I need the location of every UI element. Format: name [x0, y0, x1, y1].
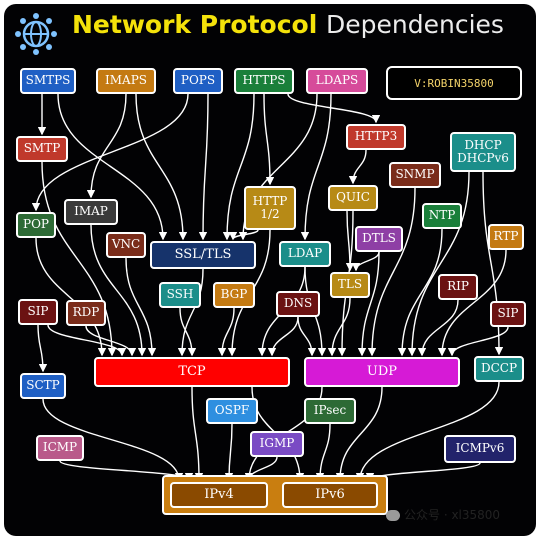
wire-snmp-to-udp	[367, 187, 416, 357]
protocol-https: HTTPS	[234, 68, 294, 94]
wire-ldaps-to-ldap	[300, 93, 332, 241]
wire-sip-left-to-tcp	[47, 324, 127, 357]
wire-rtp-to-udp	[437, 249, 507, 357]
wire-pops-to-ssltls	[198, 93, 209, 241]
protocol-vnc: VNC	[106, 232, 146, 258]
wire-https-to-ssltls	[222, 93, 255, 241]
protocol-dccp: DCCP	[474, 356, 524, 382]
protocol-pop: POP	[16, 212, 56, 238]
protocol-rtp: RTP	[488, 224, 524, 250]
wire-smtps-to-ssltls	[57, 93, 168, 241]
protocol-tcp: TCP	[94, 357, 290, 387]
wire-rip-to-udp	[417, 299, 459, 357]
wire-pop-to-tcp	[35, 237, 107, 357]
wire-imaps-to-imap	[86, 93, 127, 199]
wire-pops-to-pop	[31, 93, 189, 212]
wire-https-to-http3	[287, 93, 381, 124]
wire-dhcp-to-udp	[407, 171, 470, 357]
wire-ssltls-to-tcp	[177, 268, 204, 357]
wire-vnc-to-tcp	[125, 257, 157, 357]
footer-source: 公众号 · xl35800	[386, 506, 500, 523]
protocol-smtp: SMTP	[16, 136, 68, 162]
globe-network-icon	[15, 13, 57, 55]
wire-quic-to-tls	[345, 210, 355, 272]
protocol-rip: RIP	[438, 274, 478, 300]
protocol-ospf: OSPF	[206, 398, 258, 424]
protocol-igmp: IGMP	[250, 431, 304, 457]
wire-ntp-to-udp	[397, 228, 443, 357]
wire-dccp-to-ipv6	[355, 381, 500, 482]
protocol-imaps: IMAPS	[96, 68, 156, 94]
protocol-dtls: DTLS	[355, 226, 403, 252]
wire-dtls-to-udp	[357, 251, 380, 357]
wire-tcp-to-ipv4	[191, 386, 204, 482]
protocol-quic: QUIC	[328, 185, 378, 211]
protocol-http3: HTTP3	[346, 124, 406, 150]
wire-udp-to-ipv6	[335, 386, 383, 482]
wire-http3-to-quic	[348, 149, 367, 185]
wire-sip-right-to-udp	[447, 326, 509, 357]
protocol-sip-left: SIP	[18, 299, 58, 325]
wire-dtls-to-tls	[351, 251, 380, 272]
wire-ospf-to-ipv4	[224, 423, 234, 482]
protocol-ssh: SSH	[159, 282, 201, 308]
protocol-ntp: NTP	[422, 203, 462, 229]
protocol-smtps: SMTPS	[20, 68, 76, 94]
page-title: Network Protocol Dependencies	[72, 10, 504, 39]
wire-imaps-to-ssltls	[135, 93, 188, 241]
wire-imap-to-tcp	[90, 224, 147, 357]
wire-ssh-to-tcp	[179, 307, 197, 357]
wire-http12-to-ssltls	[228, 229, 259, 241]
protocol-tls: TLS	[330, 272, 370, 298]
wire-dns-to-tcp	[267, 316, 299, 357]
protocol-sip-right: SIP	[490, 301, 526, 327]
protocol-icmpv6: ICMPv6	[444, 435, 516, 463]
protocol-http12: HTTP 1/2	[244, 186, 296, 230]
title-highlight: Network Protocol	[72, 10, 318, 39]
protocol-ipv6: IPv6	[282, 482, 378, 508]
protocol-ssltls: SSL/TLS	[150, 241, 256, 269]
protocol-snmp: SNMP	[389, 162, 441, 188]
wire-sctp-to-ipv4	[42, 398, 184, 482]
footer-text: 公众号 · xl35800	[404, 508, 501, 522]
title-rest: Dependencies	[326, 10, 504, 39]
protocol-ldaps: LDAPS	[306, 68, 368, 94]
wire-tls-to-udp	[327, 297, 351, 357]
protocol-dns: DNS	[276, 291, 320, 317]
watermark-badge: V:ROBIN35800	[386, 66, 522, 100]
wire-bgp-to-tcp	[217, 307, 235, 357]
protocol-rdp: RDP	[66, 300, 106, 326]
protocol-ipsec: IPsec	[304, 398, 356, 424]
protocol-ipv4: IPv4	[170, 482, 268, 508]
wire-dns-to-udp	[297, 316, 317, 357]
protocol-dhcp: DHCP DHCPv6	[450, 132, 516, 172]
protocol-pops: POPS	[173, 68, 223, 94]
protocol-ldap: LDAP	[279, 241, 331, 267]
protocol-sctp: SCTP	[20, 373, 66, 399]
wire-rdp-to-tcp	[85, 325, 137, 357]
protocol-imap: IMAP	[64, 199, 118, 225]
wire-https-to-http12	[263, 93, 275, 186]
protocol-bgp: BGP	[213, 282, 255, 308]
wire-ipsec-to-ipv6	[315, 423, 331, 482]
protocol-udp: UDP	[304, 357, 460, 387]
wire-sip-left-to-sctp	[37, 324, 48, 373]
wechat-icon	[386, 510, 400, 521]
wire-smtp-to-tcp	[41, 161, 117, 357]
protocol-icmp: ICMP	[36, 435, 84, 461]
